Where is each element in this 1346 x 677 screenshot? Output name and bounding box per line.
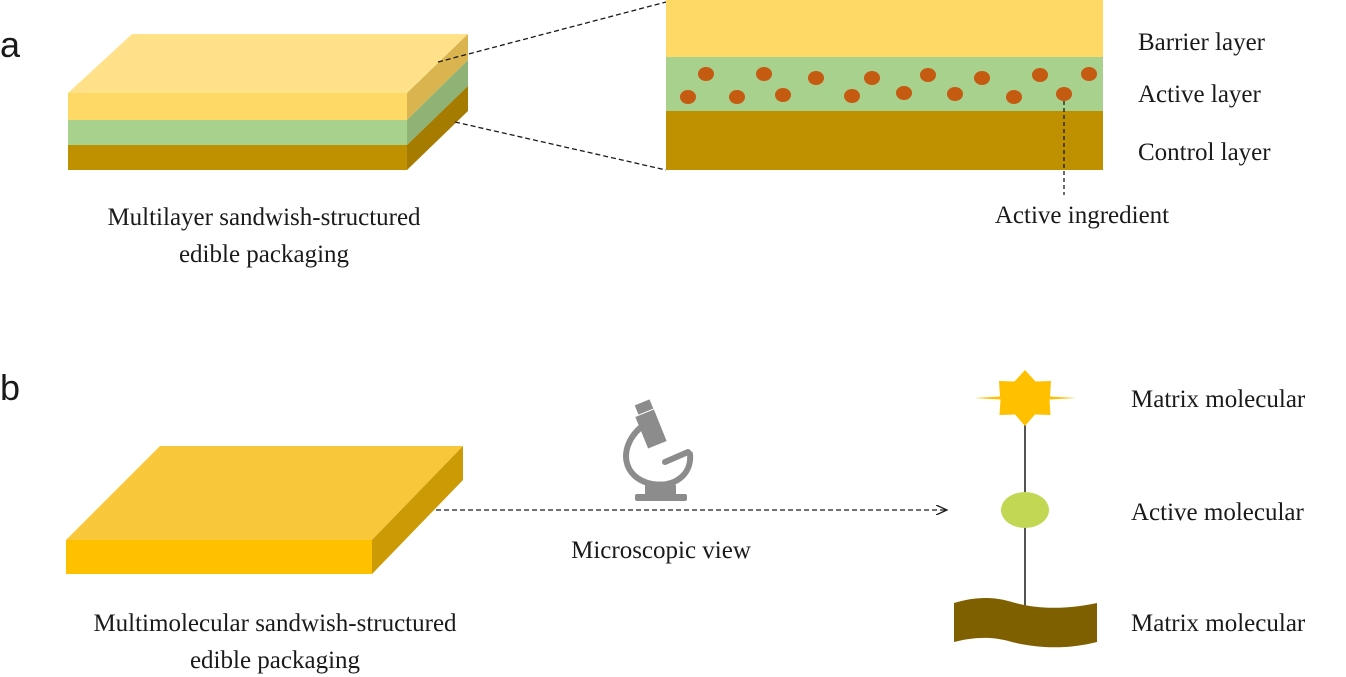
active-front-face [68, 120, 407, 145]
slab-front-face [66, 540, 372, 574]
panel-b-caption-line1: Multimolecular sandwish-structured [93, 610, 457, 637]
ingredient-dot [1056, 87, 1072, 101]
barrier-side-face [407, 34, 468, 120]
panel-a-caption-line1: Multilayer sandwish-structured [107, 204, 421, 231]
control-side-face [407, 86, 468, 170]
active-layer [666, 57, 1103, 111]
ingredient-dot [947, 87, 963, 101]
ingredient-dot [756, 67, 772, 81]
cross-section [666, 0, 1103, 195]
barrier-front-face [68, 93, 407, 120]
ingredient-dot [680, 90, 696, 104]
ingredient-dot [920, 68, 936, 82]
panel-a-caption-line2: edible packaging [179, 241, 350, 268]
ingredient-dot [1081, 67, 1097, 81]
ingredient-dot [775, 88, 791, 102]
multimolecular-slab [66, 446, 463, 574]
active-layer-label: Active layer [1138, 81, 1262, 108]
wave-molecule-icon [954, 597, 1097, 648]
panel-a: a [0, 0, 1271, 268]
ingredient-dot [974, 71, 990, 85]
active-ingredient-label: Active ingredient [995, 202, 1169, 229]
active-side-face [407, 60, 468, 145]
ingredient-dot [1032, 68, 1048, 82]
microscopic-view-label: Microscopic view [571, 537, 751, 564]
zoom-line-top [437, 1, 667, 63]
panel-b-caption-line2: edible packaging [190, 647, 361, 674]
control-front-face [68, 145, 407, 170]
multilayer-block [68, 34, 468, 170]
control-layer-label: Control layer [1138, 139, 1271, 166]
star-molecule-icon [974, 370, 1076, 426]
panel-a-letter: a [0, 24, 21, 65]
barrier-top-face [68, 34, 468, 93]
ingredient-dot [896, 86, 912, 100]
slab-side-face [372, 446, 463, 574]
slab-top-face [66, 446, 463, 540]
ingredient-dot [729, 90, 745, 104]
ingredient-dot [698, 67, 714, 81]
matrix-molecular-bottom-label: Matrix molecular [1131, 610, 1306, 637]
panel-b: b Microscopic view Matrix molecular A [0, 367, 1306, 674]
microscope-icon [623, 399, 694, 501]
active-molecular-label: Active molecular [1131, 499, 1305, 526]
matrix-molecular-top-label: Matrix molecular [1131, 386, 1306, 413]
ellipse-molecule-icon [1001, 492, 1049, 528]
panel-b-letter: b [0, 367, 20, 408]
active-ingredient-dots [680, 67, 1097, 104]
molecule-chain [954, 370, 1097, 648]
barrier-layer [666, 0, 1103, 57]
ingredient-dot [1006, 90, 1022, 104]
zoom-line-bottom [454, 121, 667, 171]
control-layer [666, 111, 1103, 170]
ingredient-dot [808, 71, 824, 85]
ingredient-dot [844, 89, 860, 103]
barrier-layer-label: Barrier layer [1138, 29, 1266, 56]
ingredient-dot [864, 71, 880, 85]
